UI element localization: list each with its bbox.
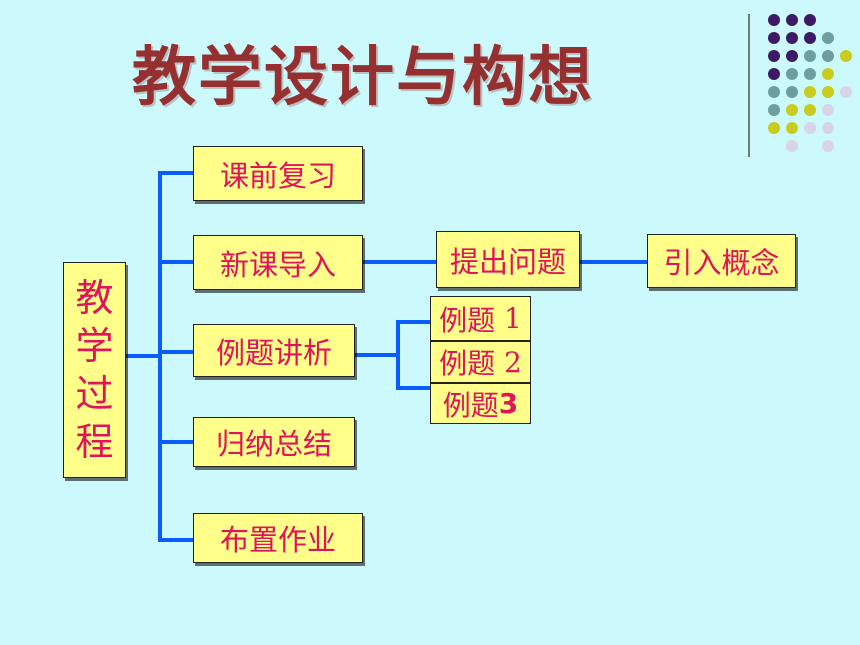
example-label: 例题: [439, 347, 496, 380]
root-char: 过: [75, 372, 114, 416]
example-label: 例题: [439, 303, 496, 337]
page-title: 教学设计与构想: [132, 40, 594, 115]
step-examples-box: 例题讲析: [193, 324, 355, 377]
introduce-concept-box: 引入概念: [647, 234, 796, 288]
root-char: 教: [75, 276, 114, 320]
example-number: 3: [498, 387, 519, 420]
step-intro-box: 新课导入: [193, 235, 363, 290]
step-summary-box: 归纳总结: [193, 417, 355, 467]
ask-question-box: 提出问题: [436, 231, 580, 288]
root-char: 程: [75, 420, 114, 464]
decorative-dot-grid: [760, 8, 860, 168]
decorative-divider: [748, 14, 750, 157]
example-2-box: 例题 2: [430, 341, 531, 383]
example-1-box: 例题 1: [430, 296, 531, 341]
example-number: 1: [504, 302, 522, 335]
step-homework-box: 布置作业: [193, 513, 363, 563]
example-number: 2: [504, 345, 522, 379]
root-char: 学: [75, 324, 114, 368]
example-label: 例题: [442, 388, 499, 422]
teaching-process-box: 教 学 过 程: [63, 262, 126, 478]
step-review-box: 课前复习: [193, 146, 363, 201]
